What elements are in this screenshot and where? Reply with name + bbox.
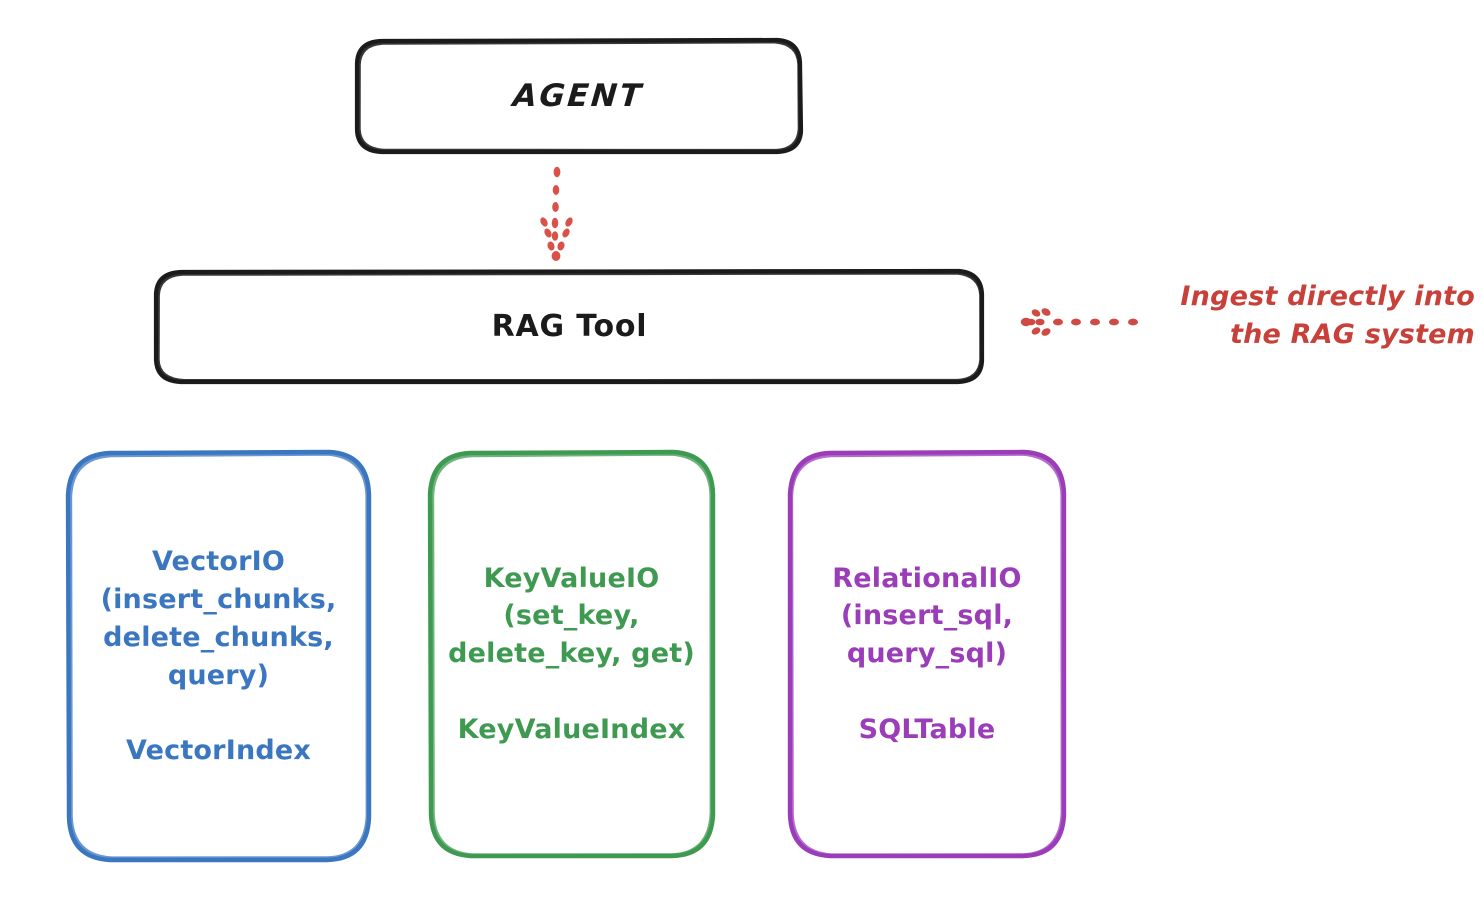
node-relationalio[interactable]: RelationalIO (insert_sql, query_sql) SQL…	[790, 452, 1064, 856]
node-agent-label: AGENT	[511, 78, 646, 115]
node-vectorio[interactable]: VectorIO (insert_chunks, delete_chunks, …	[68, 452, 369, 861]
ingest-to-rag-arrow	[1020, 308, 1138, 336]
agent-to-rag-arrow	[540, 166, 573, 261]
node-agent[interactable]: AGENT	[357, 40, 800, 153]
node-keyvalueio-label: KeyValueIO (set_key, delete_key, get) Ke…	[448, 562, 695, 745]
node-vectorio-label: VectorIO (insert_chunks, delete_chunks, …	[100, 546, 337, 767]
node-keyvalueio[interactable]: KeyValueIO (set_key, delete_key, get) Ke…	[430, 452, 713, 856]
node-rag-tool-label: RAG Tool	[491, 309, 648, 345]
node-relationalio-label: RelationalIO (insert_sql, query_sql) SQL…	[832, 562, 1022, 745]
node-rag-tool[interactable]: RAG Tool	[156, 271, 983, 383]
annotation-ingest: Ingest directly into the RAG system	[1180, 281, 1475, 351]
